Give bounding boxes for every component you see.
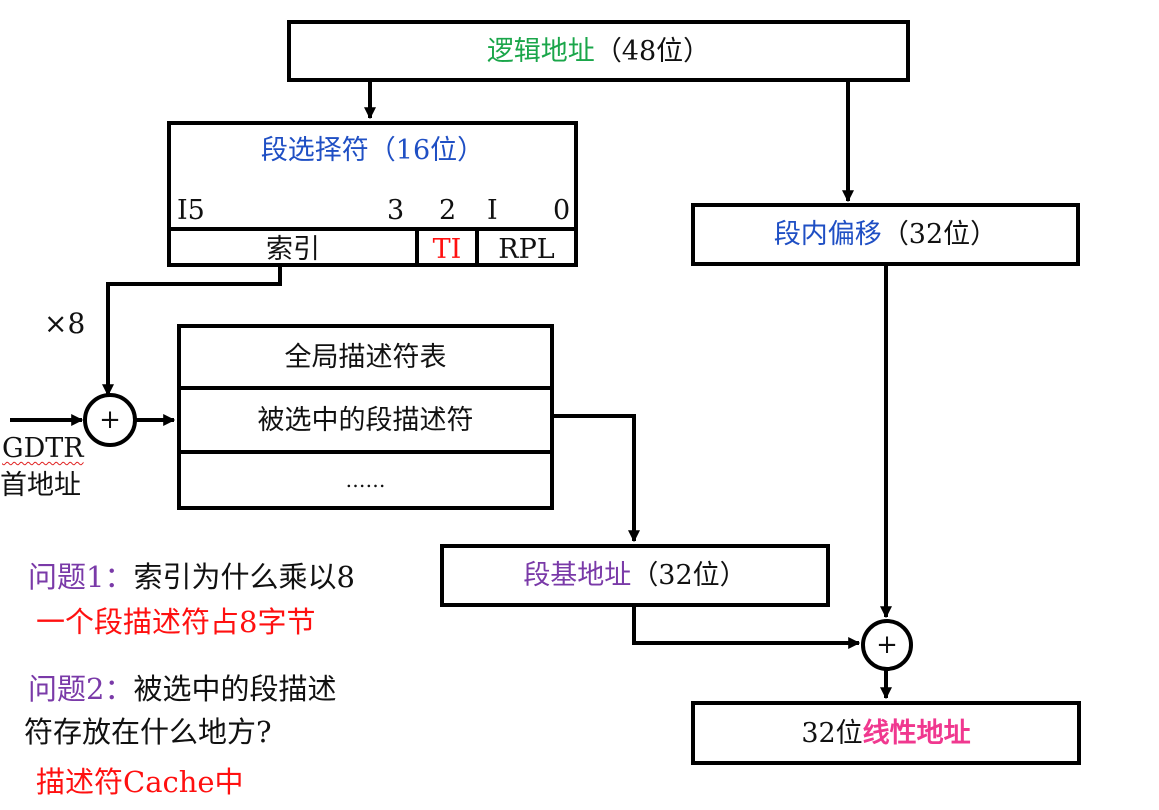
- segment-base-label: 段基地址: [523, 560, 632, 591]
- logical-address-bits: （48位）: [594, 35, 711, 67]
- question-2-text: 被选中的段描述: [133, 672, 337, 706]
- segment-base-box: 段基地址 （32位）: [440, 544, 830, 607]
- question-2: 问题2：被选中的段描述: [28, 675, 336, 704]
- gdt-header: 全局描述符表: [284, 341, 447, 373]
- gdt-more-rows: ……: [345, 468, 386, 492]
- field-ti: TI: [432, 233, 462, 265]
- question-1-label: 问题1：: [28, 560, 134, 594]
- bit-label-0: 0: [553, 195, 571, 226]
- bit-label-3: 3: [387, 195, 405, 226]
- adder-plus-gdt: +: [99, 405, 121, 435]
- bit-label-1: I: [487, 195, 498, 226]
- question-2-text-line2: 符存放在什么地方?: [24, 715, 272, 749]
- selector-divider-ti: [415, 231, 419, 267]
- arrow-base-to-adder: [632, 604, 861, 649]
- linear-address-bits: 32位: [801, 717, 863, 749]
- answer-2: 描述符Cache中: [36, 765, 244, 799]
- segment-offset-label: 段内偏移: [773, 219, 882, 250]
- gdt-selected-descriptor: 被选中的段描述符: [257, 404, 474, 436]
- gdt-divider-2: [181, 450, 550, 454]
- gdtr-base-address-label: 首地址: [0, 470, 81, 501]
- logical-address-label: 逻辑地址: [486, 35, 595, 67]
- logical-address-box: 逻辑地址 （48位）: [287, 20, 910, 82]
- bit-label-15: I5: [177, 195, 205, 226]
- adder-circle-linear: [861, 619, 913, 671]
- segment-selector-title: 段选择符（16位）: [260, 135, 485, 166]
- field-rpl: RPL: [498, 233, 555, 265]
- arrow-index-to-adder: [102, 263, 282, 397]
- adder-circle-gdt: [83, 393, 137, 447]
- linear-address-box: 32位 线性地址: [691, 701, 1081, 765]
- linear-address-label: 线性地址: [862, 717, 971, 749]
- adder-plus-linear: +: [876, 630, 898, 660]
- answer-1: 一个段描述符占8字节: [36, 605, 316, 639]
- segment-base-bits: （32位）: [631, 560, 747, 591]
- selector-divider-rpl: [475, 231, 479, 267]
- gdt-divider-1: [181, 386, 550, 390]
- segment-selector-box: 段选择符（16位） I5 3 2 I 0 索引 TI RPL: [167, 121, 578, 267]
- gdtr-label: GDTR: [2, 433, 84, 464]
- segment-offset-box: 段内偏移 （32位）: [691, 203, 1080, 266]
- question-1-text: 索引为什么乘以8: [133, 560, 355, 594]
- selector-divider: [171, 227, 574, 231]
- segment-offset-bits: （32位）: [881, 219, 998, 250]
- question-2-label: 问题2：: [28, 672, 134, 706]
- multiply-by-8-label: ×8: [44, 307, 86, 340]
- question-1: 问题1：索引为什么乘以8: [28, 563, 355, 592]
- field-index: 索引: [266, 233, 320, 265]
- arrow-descriptor-to-base: [552, 414, 640, 543]
- gdt-table: 全局描述符表 被选中的段描述符 ……: [177, 324, 554, 510]
- bit-label-2: 2: [439, 195, 457, 226]
